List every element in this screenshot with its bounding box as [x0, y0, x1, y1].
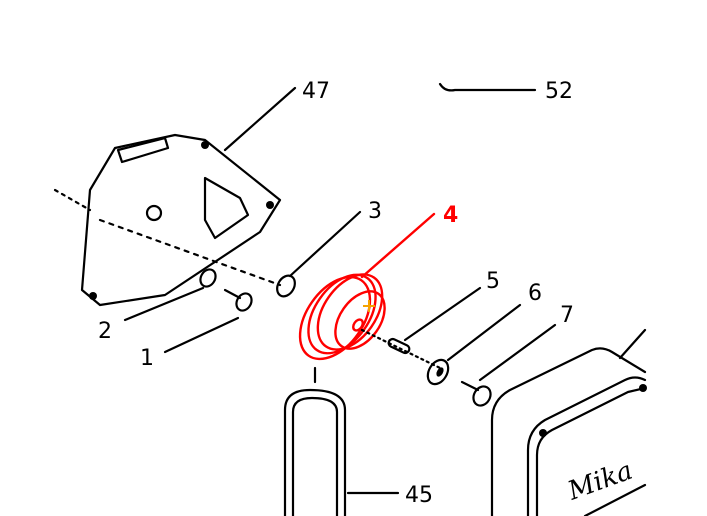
motor-housing[interactable]: Mika: [490, 328, 647, 516]
svg-text:Mika: Mika: [563, 456, 636, 507]
callout-2[interactable]: 2: [98, 319, 112, 344]
callout-7[interactable]: 7: [560, 303, 574, 328]
leader-6: [446, 303, 522, 362]
leader-47: [223, 86, 297, 152]
part-6-washer[interactable]: [424, 356, 453, 388]
leader-52: [438, 82, 537, 92]
callout-6[interactable]: 6: [528, 281, 542, 306]
callout-5[interactable]: 5: [486, 269, 500, 294]
brand-logo: Mika: [563, 456, 636, 507]
callout-52[interactable]: 52: [545, 79, 573, 104]
callout-4[interactable]: 4: [443, 203, 458, 228]
part-1-screw[interactable]: [223, 288, 255, 313]
part-4-pulley[interactable]: [286, 262, 396, 371]
leader-4: [360, 212, 436, 279]
leader-5: [403, 286, 482, 342]
part-7-screw[interactable]: [460, 380, 494, 409]
callout-45[interactable]: 45: [405, 483, 433, 508]
callout-1[interactable]: 1: [140, 346, 154, 371]
leader-2: [123, 286, 205, 322]
part-3-bushing[interactable]: [274, 272, 299, 299]
callout-3[interactable]: 3: [368, 199, 382, 224]
part-45-belt[interactable]: [283, 366, 347, 516]
cursor-crosshair-icon: [363, 300, 375, 312]
leader-1: [163, 316, 240, 354]
callout-47[interactable]: 47: [302, 79, 330, 104]
part-2-washer[interactable]: [197, 267, 218, 290]
part-5-key[interactable]: [387, 337, 411, 355]
part-47-plate[interactable]: [53, 133, 282, 307]
leader-3: [288, 210, 362, 278]
leader-7: [478, 323, 557, 382]
